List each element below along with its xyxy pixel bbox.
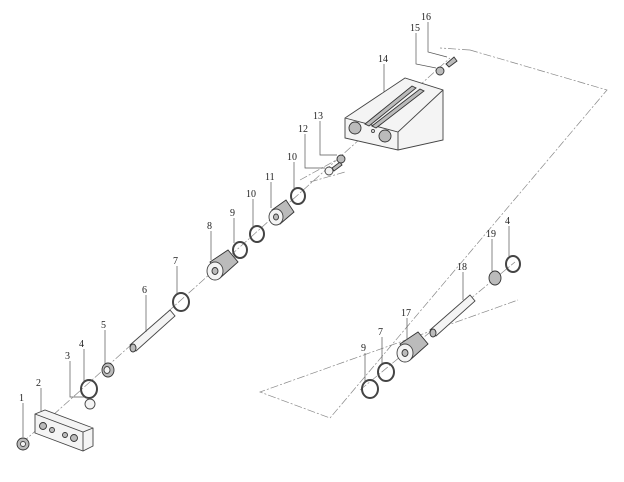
part-1-nut <box>16 437 30 451</box>
part-16-screw <box>445 56 458 68</box>
part-9-washer <box>232 241 248 259</box>
part-4-snap-ring <box>80 379 98 399</box>
part-17-piston <box>396 331 429 363</box>
callout-10-b: 10 <box>287 152 297 163</box>
callout-2: 2 <box>36 378 41 389</box>
callout-11: 11 <box>265 172 275 183</box>
part-5-bushing <box>101 362 115 378</box>
part-6-piston-rod <box>129 309 176 353</box>
callout-17: 17 <box>401 308 411 319</box>
callout-leaders <box>22 22 510 437</box>
part-8-piston <box>206 249 239 281</box>
part-12-screw <box>324 161 343 176</box>
callout-13: 13 <box>313 111 323 122</box>
callout-7: 7 <box>173 256 178 267</box>
callout-16: 16 <box>421 12 431 23</box>
part-15-washer <box>435 66 445 76</box>
callout-18: 18 <box>457 262 467 273</box>
callout-9: 9 <box>230 208 235 219</box>
part-18-piston-rod <box>429 294 476 338</box>
callout-3: 3 <box>65 351 70 362</box>
callout-19: 19 <box>486 229 496 240</box>
part-11-cushion <box>268 199 295 226</box>
part-7-o-ring <box>172 292 190 312</box>
part-7-o-ring-b <box>377 362 395 382</box>
callout-6: 6 <box>142 285 147 296</box>
callout-8: 8 <box>207 221 212 232</box>
callout-4-b: 4 <box>505 216 510 227</box>
callout-10: 10 <box>246 189 256 200</box>
part-4-snap-ring-b <box>505 255 521 273</box>
part-10-seal-b <box>290 187 306 205</box>
callout-9-b: 9 <box>361 343 366 354</box>
callout-12: 12 <box>298 124 308 135</box>
part-2-end-plate <box>34 409 94 452</box>
part-10-seal <box>249 225 265 243</box>
callout-7-b: 7 <box>378 327 383 338</box>
part-3-ball <box>84 398 96 410</box>
part-14-cylinder-body <box>344 77 444 151</box>
callout-5: 5 <box>101 320 106 331</box>
part-19-bushing <box>488 270 502 286</box>
part-13-washer <box>336 154 346 164</box>
callout-4: 4 <box>79 339 84 350</box>
callout-labels: 1 2 3 4 5 6 7 8 9 10 11 10 12 13 14 15 1… <box>19 12 510 404</box>
callout-15: 15 <box>410 23 420 34</box>
assembly-axis-lines <box>21 47 608 444</box>
callout-1: 1 <box>19 393 24 404</box>
callout-14: 14 <box>378 54 388 65</box>
part-9-washer-b <box>361 379 379 399</box>
